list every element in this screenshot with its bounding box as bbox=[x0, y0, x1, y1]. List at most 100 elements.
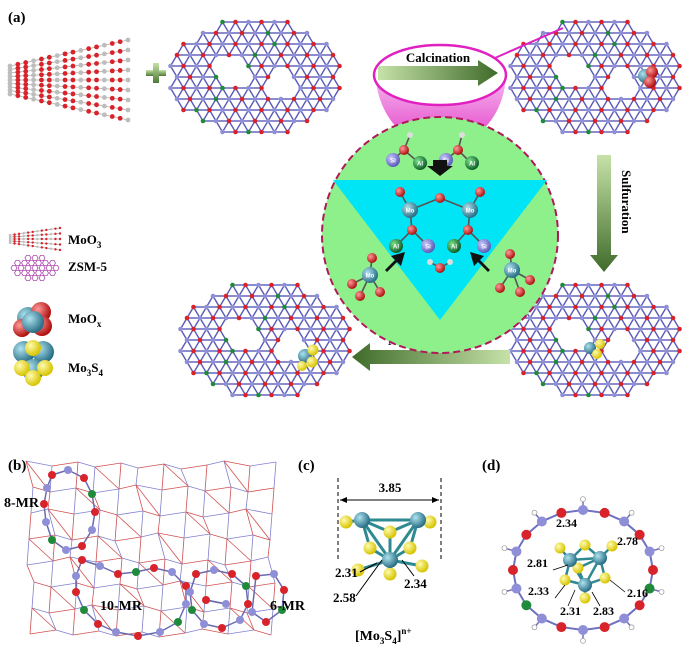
wire-bond bbox=[25, 460, 53, 467]
moo3-atom bbox=[46, 100, 52, 106]
wire-bond bbox=[160, 584, 164, 612]
framework-atom bbox=[184, 359, 190, 365]
framework-atom bbox=[301, 381, 307, 387]
moo3-atom bbox=[109, 86, 115, 92]
framework-atom bbox=[540, 337, 546, 343]
moo3-atom bbox=[40, 233, 44, 236]
framework-atom bbox=[256, 370, 261, 376]
framework-atom bbox=[521, 107, 526, 113]
framework-atom bbox=[174, 96, 180, 102]
framework-atom bbox=[269, 304, 274, 310]
moo3-atom bbox=[46, 77, 52, 83]
wire-bond bbox=[202, 516, 211, 535]
framework-atom bbox=[207, 41, 212, 47]
framework-atom bbox=[560, 348, 565, 354]
moo3-atom bbox=[94, 69, 99, 75]
wire-bond bbox=[185, 511, 204, 518]
panel-d: 2.34 2.78 2.81 2.33 2.16 2.31 2.83 bbox=[501, 496, 665, 644]
wire-bond bbox=[116, 488, 120, 516]
moo3-atom bbox=[78, 99, 84, 105]
framework-atom bbox=[213, 52, 219, 58]
framework-atom bbox=[285, 41, 290, 47]
moo3-atom bbox=[86, 46, 92, 52]
moo3-atom bbox=[15, 81, 21, 87]
framework-atom bbox=[347, 326, 352, 332]
framework-atom bbox=[275, 381, 281, 387]
silicon-atom-label: Si bbox=[481, 245, 487, 251]
calcination-step: Calcination bbox=[372, 43, 508, 107]
moo3-atom bbox=[39, 67, 44, 72]
wire-bond bbox=[160, 610, 186, 634]
framework-atom bbox=[586, 326, 591, 332]
moo3-atom bbox=[54, 53, 60, 58]
framework-atom bbox=[599, 63, 604, 69]
framework-atom bbox=[236, 381, 242, 387]
framework-atom bbox=[217, 304, 222, 310]
framework-atom bbox=[324, 63, 329, 69]
ring-8mr-atom bbox=[40, 500, 48, 508]
framework-atom bbox=[269, 370, 274, 376]
framework-atom bbox=[269, 392, 274, 398]
framework-atom bbox=[612, 370, 617, 376]
framework-atom bbox=[295, 326, 300, 332]
zsm5-ring bbox=[49, 259, 56, 267]
sulfur-atom bbox=[383, 525, 397, 539]
wire-bond bbox=[117, 605, 145, 611]
ring-6mr-b-atom bbox=[278, 606, 286, 614]
framework-atom bbox=[664, 304, 669, 310]
wire-bond bbox=[187, 485, 206, 492]
mo3s4-cluster bbox=[592, 349, 602, 359]
moo3-atom bbox=[94, 85, 99, 91]
framework-atom bbox=[664, 348, 669, 354]
moo3-atom bbox=[86, 101, 92, 106]
framework-atom bbox=[298, 107, 303, 113]
moo3-atom bbox=[125, 37, 131, 43]
framework-atom bbox=[553, 337, 559, 343]
framework-atom bbox=[573, 348, 578, 354]
framework-atom bbox=[327, 337, 333, 343]
ring-8mr-atom bbox=[88, 526, 96, 534]
moo3-atom bbox=[22, 243, 25, 246]
framework-atom bbox=[586, 19, 591, 25]
framework-atom bbox=[566, 118, 572, 124]
ring-8mr-atom bbox=[62, 546, 70, 554]
moo3-atom bbox=[94, 61, 99, 66]
molybdenum-atom bbox=[593, 551, 607, 565]
moo3-atom bbox=[7, 63, 13, 69]
wire-bond bbox=[47, 508, 56, 536]
distance-2-58: 2.58 bbox=[333, 590, 356, 605]
moo3-atom bbox=[109, 105, 115, 110]
wire-bond bbox=[49, 487, 77, 493]
framework-atom bbox=[321, 326, 326, 332]
moo3-atom bbox=[31, 63, 36, 68]
wire-bond bbox=[248, 582, 276, 588]
framework-atom bbox=[291, 96, 297, 102]
framework-atom bbox=[340, 359, 346, 365]
framework-atom bbox=[579, 359, 585, 365]
framework-atom bbox=[599, 282, 604, 288]
framework-atom bbox=[664, 85, 669, 91]
wire-bond bbox=[55, 629, 74, 636]
framework-atom bbox=[301, 337, 307, 343]
moox-cluster bbox=[646, 66, 658, 78]
ring-atom bbox=[508, 565, 518, 575]
ring-8mr-atom bbox=[80, 474, 88, 482]
ring-with-cluster bbox=[501, 496, 665, 644]
framework-atom bbox=[657, 315, 663, 321]
framework-atom bbox=[230, 304, 235, 310]
framework-atom bbox=[181, 41, 186, 47]
wire-bond bbox=[250, 534, 254, 562]
ring-6mr-a-atom bbox=[186, 588, 194, 596]
framework-atom bbox=[252, 118, 258, 124]
moo3-atom bbox=[62, 97, 68, 102]
framework-atom bbox=[337, 63, 342, 69]
aluminum-atom-label: Al bbox=[469, 162, 475, 168]
ring-10mr-atom bbox=[174, 618, 182, 626]
framework-atom bbox=[657, 96, 663, 102]
wire-bond bbox=[226, 534, 254, 540]
ring-10mr-atom bbox=[72, 588, 80, 596]
mo3s4-cluster bbox=[307, 344, 319, 356]
wire-bond bbox=[138, 558, 166, 564]
framework-atom bbox=[644, 381, 650, 387]
wire-bond bbox=[97, 509, 101, 537]
